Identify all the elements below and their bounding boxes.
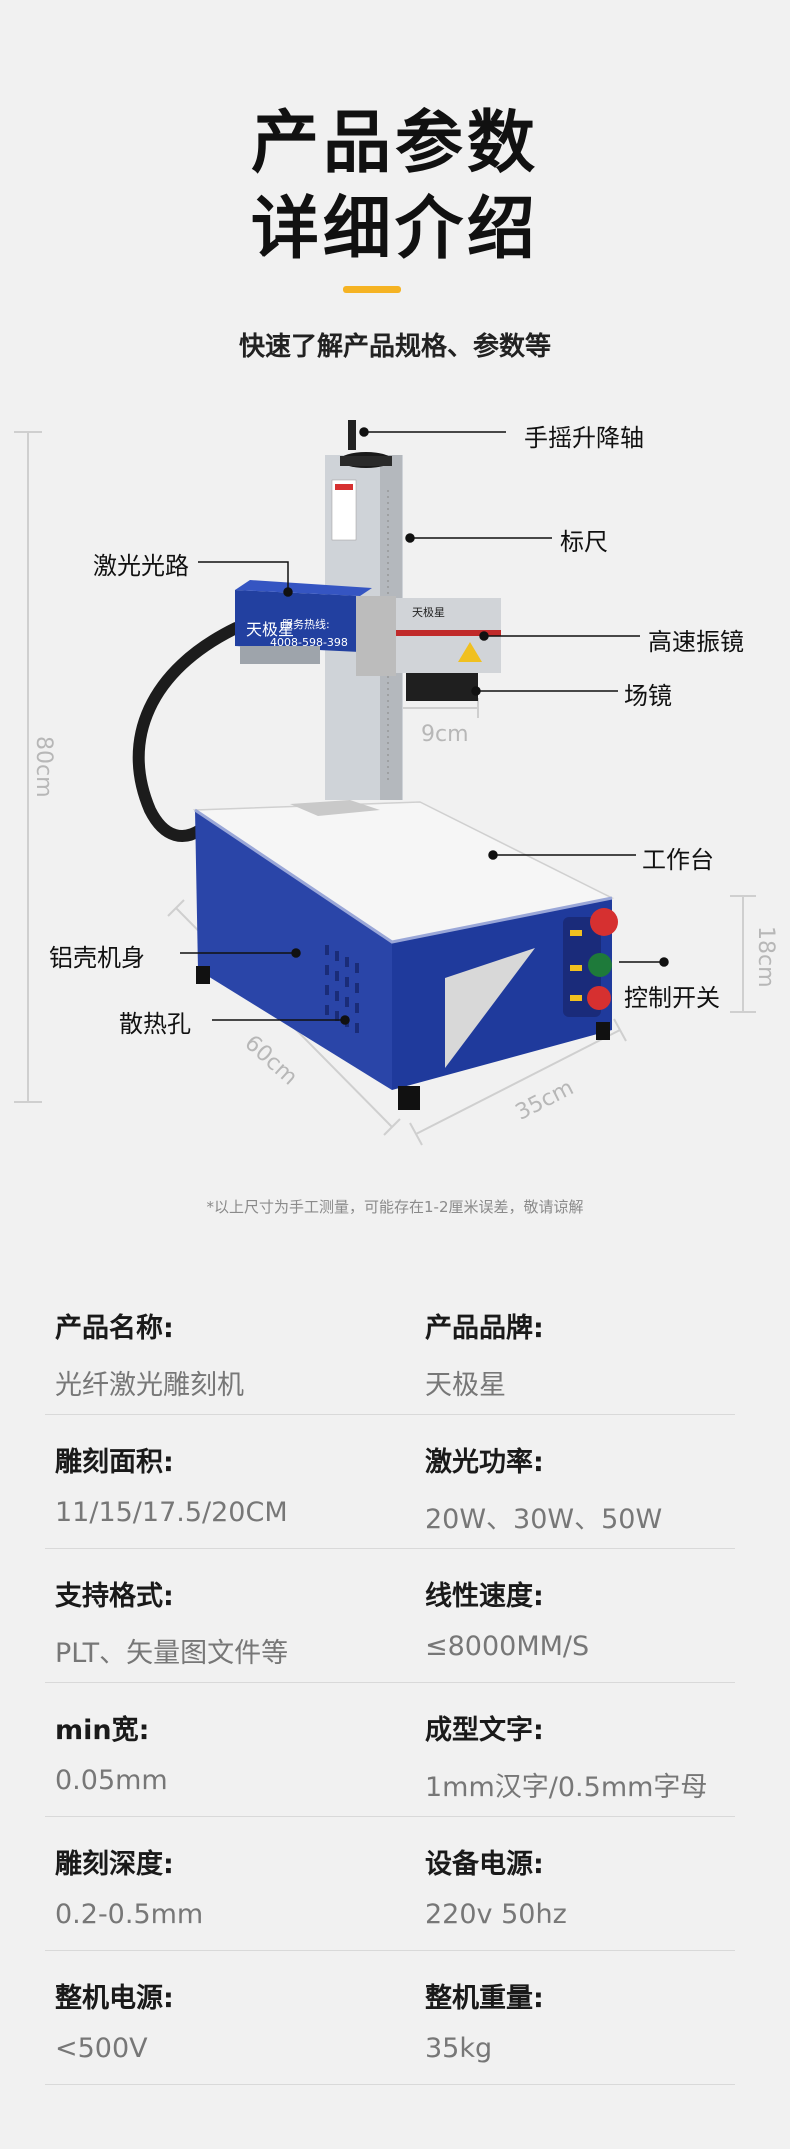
head-label-brand: 天极星: [246, 620, 295, 639]
dim-body-height: 18cm: [753, 926, 778, 988]
leader-lines: [180, 427, 669, 1025]
product-diagram: 天极星 服务热线: 4008-598-398 天极星 手摇升降轴 标尺 激光光路…: [0, 400, 790, 1180]
spec-value: 20W、30W、50W: [425, 1504, 663, 1535]
label-aluminum-shell: 铝壳机身: [49, 944, 145, 972]
spec-row: min宽: 0.05mm 成型文字: 1mm汉字/0.5mm字母: [45, 1682, 735, 1817]
label-scale: 标尺: [560, 528, 608, 556]
spec-value: 0.05mm: [55, 1765, 168, 1796]
galvo-brand: 天极星: [412, 606, 445, 619]
spec-value: 天极星: [425, 1370, 506, 1401]
spec-value: 0.2-0.5mm: [55, 1899, 204, 1930]
spec-row: 支持格式: PLT、矢量图文件等 线性速度: ≤8000MM/S: [45, 1548, 735, 1683]
label-galvo: 高速振镜: [648, 628, 744, 656]
spec-value: PLT、矢量图文件等: [55, 1638, 289, 1669]
label-vents: 散热孔: [119, 1010, 191, 1038]
spec-value: 11/15/17.5/20CM: [55, 1497, 288, 1528]
spec-key: 产品名称:: [55, 1313, 174, 1344]
head-label-text: 服务热线:: [282, 618, 330, 631]
spec-key: 整机电源:: [55, 1983, 174, 2014]
spec-key: min宽:: [55, 1715, 150, 1746]
dim-lens-width: 9cm: [421, 722, 469, 747]
page-title-line1: 产品参数: [250, 104, 539, 183]
spec-key: 雕刻面积:: [55, 1447, 174, 1478]
head-label-phone: 4008-598-398: [270, 636, 348, 649]
spec-value: ≤8000MM/S: [425, 1631, 590, 1662]
spec-row: 产品名称: 光纤激光雕刻机 产品品牌: 天极星: [45, 1280, 735, 1415]
spec-value: 220v 50hz: [425, 1899, 567, 1930]
spec-row: 整机电源: <500V 整机重量: 35kg: [45, 1950, 735, 2085]
page-title-line2: 详细介绍: [250, 190, 539, 269]
spec-key: 线性速度:: [425, 1581, 544, 1612]
label-control-switch: 控制开关: [624, 984, 720, 1012]
page-subtitle: 快速了解产品规格、参数等: [238, 332, 551, 362]
spec-value: <500V: [55, 2033, 148, 2064]
spec-key: 设备电源:: [425, 1849, 544, 1880]
label-handwheel-axis: 手摇升降轴: [524, 424, 644, 452]
label-laser-path: 激光光路: [93, 552, 189, 580]
spec-value: 1mm汉字/0.5mm字母: [425, 1772, 708, 1803]
spec-key: 整机重量:: [425, 1983, 544, 2014]
dim-height: 80cm: [31, 736, 56, 798]
title-accent-bar: [343, 286, 401, 293]
measurement-note: *以上尺寸为手工测量，可能存在1-2厘米误差，敬请谅解: [206, 1198, 584, 1216]
spec-value: 光纤激光雕刻机: [55, 1370, 244, 1401]
spec-key: 成型文字:: [425, 1715, 544, 1746]
spec-row: 雕刻面积: 11/15/17.5/20CM 激光功率: 20W、30W、50W: [45, 1414, 735, 1549]
spec-key: 雕刻深度:: [55, 1849, 174, 1880]
spec-key: 产品品牌:: [425, 1313, 544, 1344]
spec-key: 支持格式:: [55, 1581, 174, 1612]
label-worktable: 工作台: [642, 846, 714, 874]
spec-key: 激光功率:: [425, 1447, 544, 1478]
spec-value: 35kg: [425, 2033, 493, 2064]
spec-row: 雕刻深度: 0.2-0.5mm 设备电源: 220v 50hz: [45, 1816, 735, 1951]
label-field-lens: 场镜: [624, 682, 672, 710]
